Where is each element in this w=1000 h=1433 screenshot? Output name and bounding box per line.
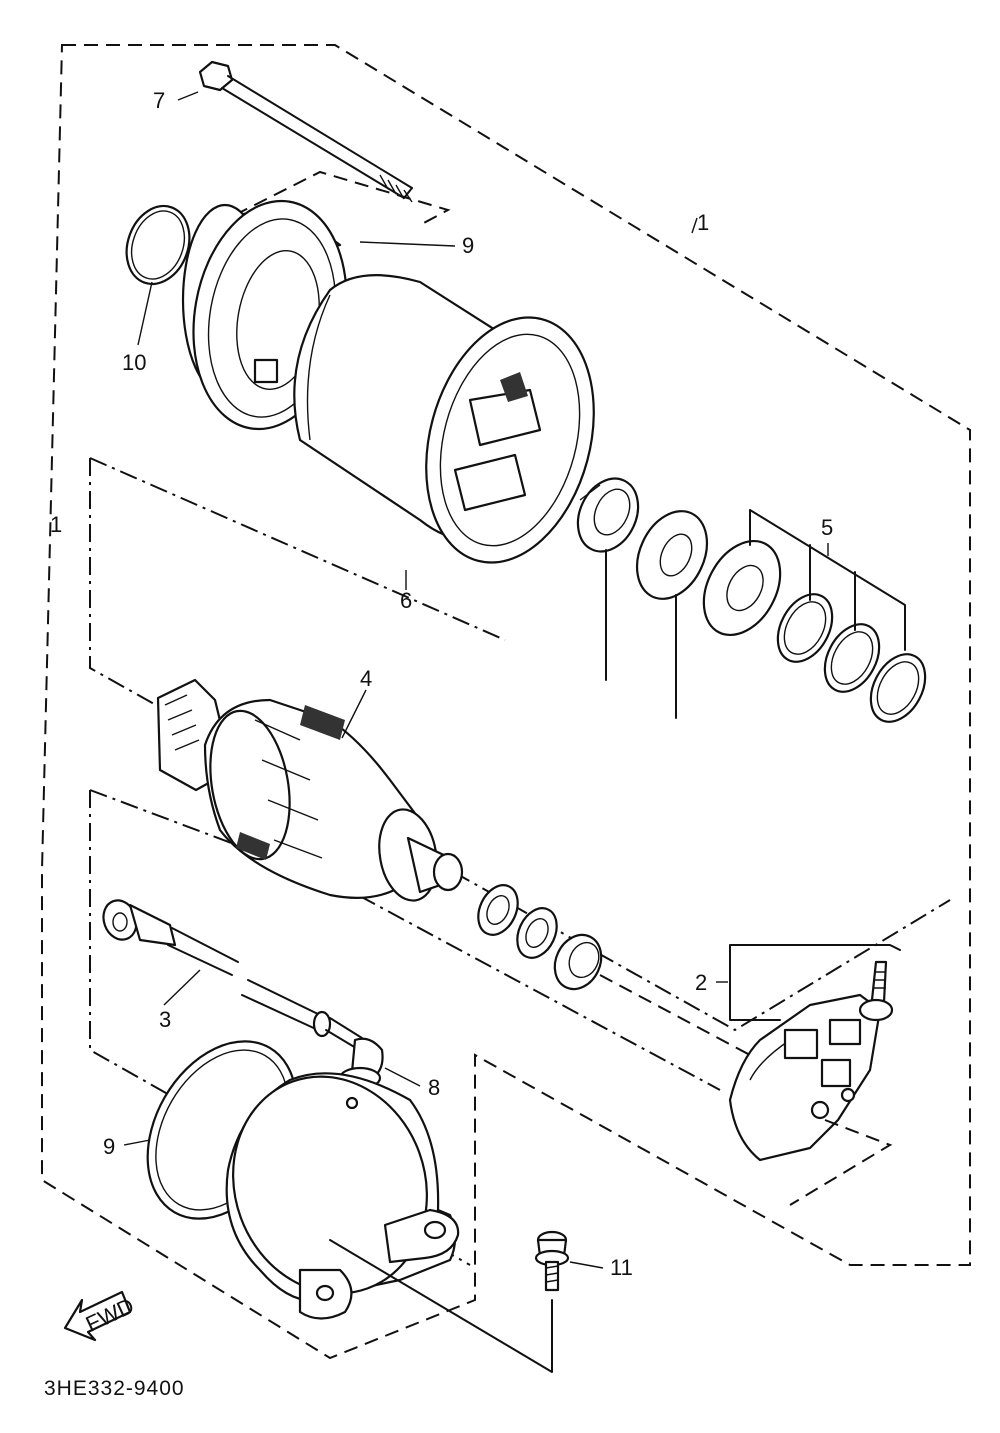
screw <box>534 1230 570 1292</box>
yoke-housing <box>293 274 595 564</box>
oil-seal <box>635 510 709 600</box>
bearing <box>576 477 640 553</box>
part-code: 3HE332-9400 <box>44 1377 185 1400</box>
callout-6: 6 <box>400 588 412 613</box>
callout-1-side: 1 <box>50 512 62 537</box>
callout-8: 8 <box>428 1075 440 1100</box>
brush-holder-bracket <box>729 944 901 1021</box>
armature <box>156 678 464 902</box>
callout-2: 2 <box>695 970 707 995</box>
callout-11: 11 <box>610 1255 633 1280</box>
o-ring <box>125 204 191 286</box>
callout-4: 4 <box>360 666 372 691</box>
washer-set <box>702 539 927 723</box>
front-cover <box>181 199 348 431</box>
callout-3: 3 <box>159 1007 171 1032</box>
callout-5: 5 <box>821 515 833 540</box>
lead-wire <box>102 899 239 976</box>
brush-holder <box>728 960 894 1162</box>
rear-cover <box>225 1072 460 1320</box>
callout-9-top: 9 <box>462 233 474 258</box>
callout-10: 10 <box>122 350 146 375</box>
washer-group-bracket <box>749 509 906 651</box>
assembly-boundary <box>41 44 971 1360</box>
callout-7: 7 <box>153 88 165 113</box>
callout-9-bottom: 9 <box>103 1134 115 1159</box>
forward-direction-arrow: FWD <box>63 1290 138 1342</box>
group-outline-upper <box>89 457 951 1032</box>
callout-1-top: 1 <box>697 210 709 235</box>
through-bolt <box>198 60 413 203</box>
armature-washers <box>477 884 603 991</box>
